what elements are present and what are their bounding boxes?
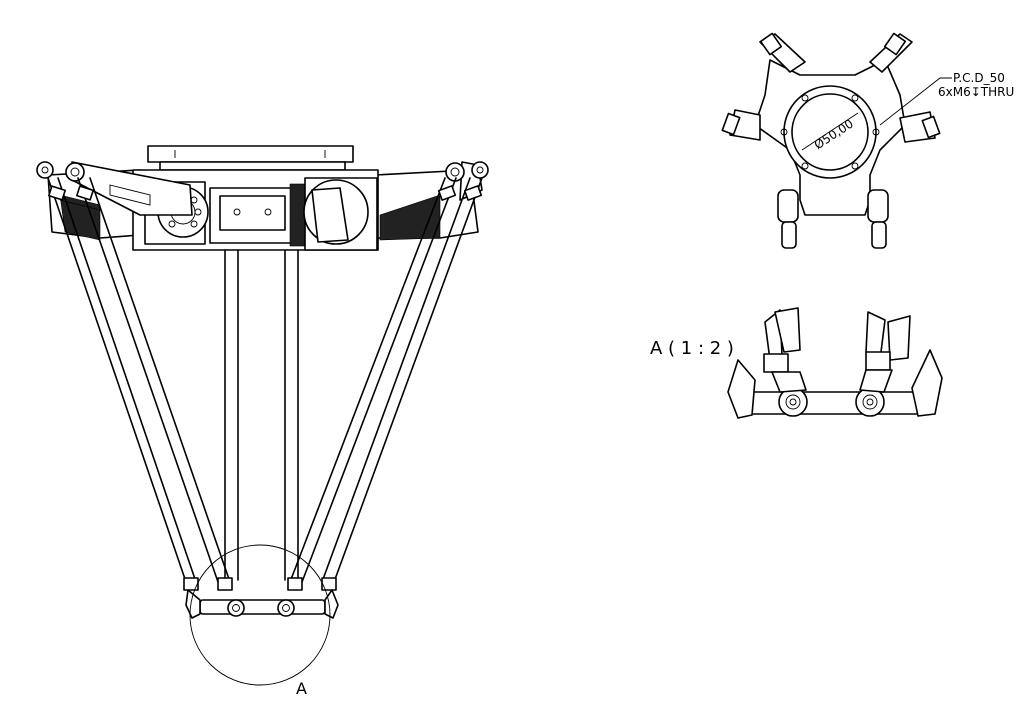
- bracket-left: [721, 109, 761, 141]
- pcd-leader-line: [879, 77, 952, 126]
- bracket-top-right: [869, 32, 913, 73]
- detail-circle-a: [189, 544, 331, 686]
- left-upper-arm: [36, 161, 193, 216]
- right-lower-arms: [289, 177, 483, 583]
- front-view-delta-robot: A: [36, 145, 489, 698]
- top-view-base-plate: Ø50,00 P.C.D_50 6xM6↧: [721, 32, 1014, 249]
- center-rods: [224, 249, 299, 581]
- top-mount-plate: [147, 145, 354, 171]
- hole-note: 6xM6↧THRU: [938, 85, 1014, 99]
- end-effector: [183, 577, 339, 619]
- detail-marker-label: A: [296, 679, 307, 698]
- diameter-dimension-line: [801, 112, 859, 151]
- bracket-right: [899, 111, 941, 143]
- bracket-bottom: [777, 189, 889, 249]
- right-upper-arm: [445, 161, 489, 201]
- detail-title: A ( 1 : 2 ): [650, 338, 734, 359]
- left-lower-arms: [47, 177, 231, 583]
- left-base-housing: [47, 169, 141, 241]
- bracket-top-left: [759, 32, 806, 73]
- pcd-note: P.C.D_50: [953, 71, 1005, 85]
- detail-view-a: A ( 1 : 2 ): [650, 307, 943, 419]
